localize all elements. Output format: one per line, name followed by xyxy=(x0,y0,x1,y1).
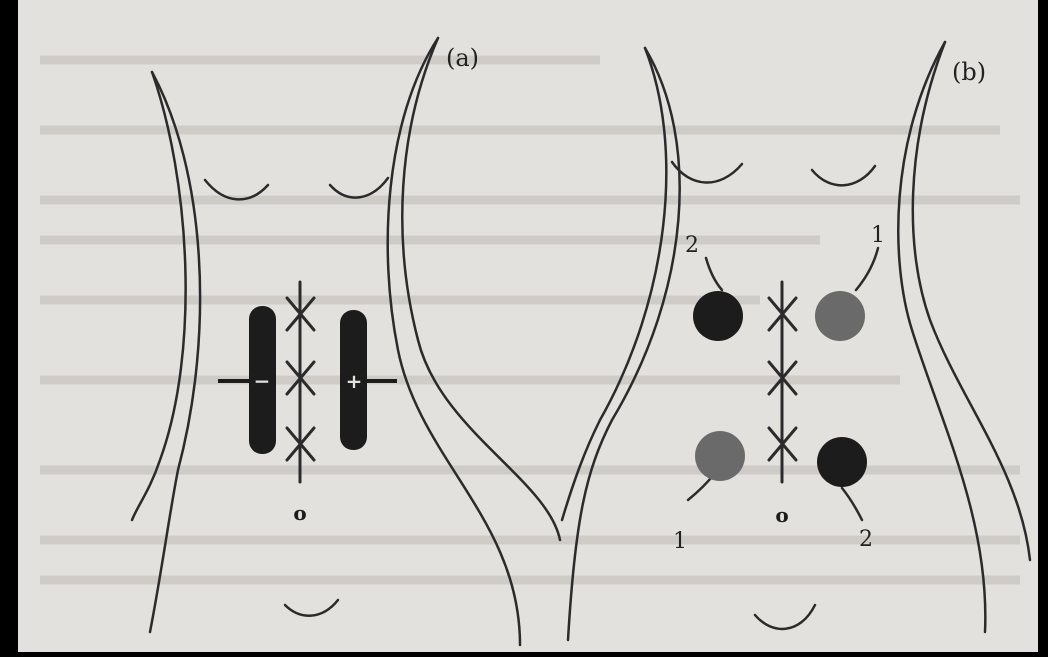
panel-a-label: (a) xyxy=(446,44,479,72)
page-background xyxy=(18,0,1038,652)
panel-a-navel-mark: o xyxy=(293,501,306,525)
panel-a-negative-sign: − xyxy=(254,369,271,393)
panel-b-label-bottom-right: 2 xyxy=(859,527,873,552)
panel-b-electrode-top-right xyxy=(815,291,865,341)
panel-b-electrode-bottom-right xyxy=(817,437,867,487)
panel-b-label-bottom-left: 1 xyxy=(673,529,687,554)
panel-a-positive-sign: + xyxy=(346,369,363,393)
panel-b-navel-mark: o xyxy=(775,503,788,527)
panel-b-label-top-left: 2 xyxy=(685,233,699,258)
panel-b-electrode-bottom-left xyxy=(695,431,745,481)
panel-b-electrode-top-left xyxy=(693,291,743,341)
panel-b-label-top-right: 1 xyxy=(871,223,885,248)
panel-b-label: (b) xyxy=(952,58,986,86)
